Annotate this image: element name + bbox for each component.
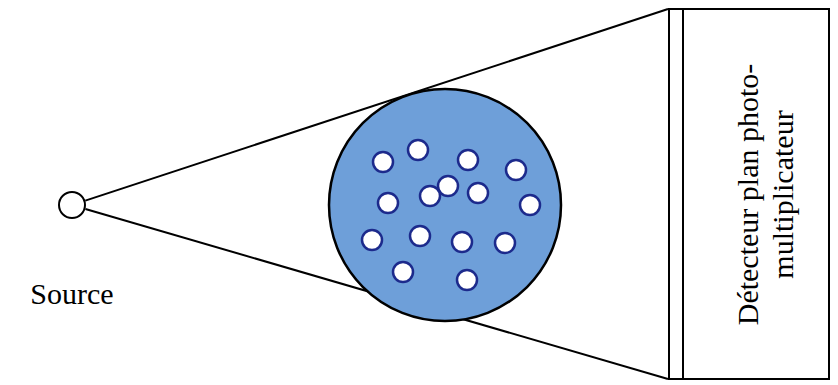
- particle: [420, 186, 440, 206]
- particle: [393, 262, 413, 282]
- source-outline: [58, 191, 86, 219]
- detector-window: [682, 8, 684, 380]
- particle: [362, 230, 382, 250]
- particle: [458, 150, 478, 170]
- particle: [438, 176, 458, 196]
- particle: [378, 193, 398, 213]
- sample-disc: [329, 89, 561, 321]
- particle: [495, 233, 515, 253]
- particle: [408, 140, 428, 160]
- particle: [373, 152, 393, 172]
- particle: [520, 195, 540, 215]
- source-label: Source: [30, 277, 113, 312]
- source-circle: Source: [58, 191, 86, 219]
- detector-label: Détecteur plan photo-multiplicateur: [731, 29, 800, 359]
- source-symbol: [59, 192, 85, 218]
- particle: [457, 270, 477, 290]
- particle: [452, 232, 472, 252]
- particle: [506, 160, 526, 180]
- detector-box: Détecteur plan photo-multiplicateur: [668, 8, 830, 380]
- particle: [468, 183, 488, 203]
- particles: [362, 140, 540, 290]
- particle: [410, 226, 430, 246]
